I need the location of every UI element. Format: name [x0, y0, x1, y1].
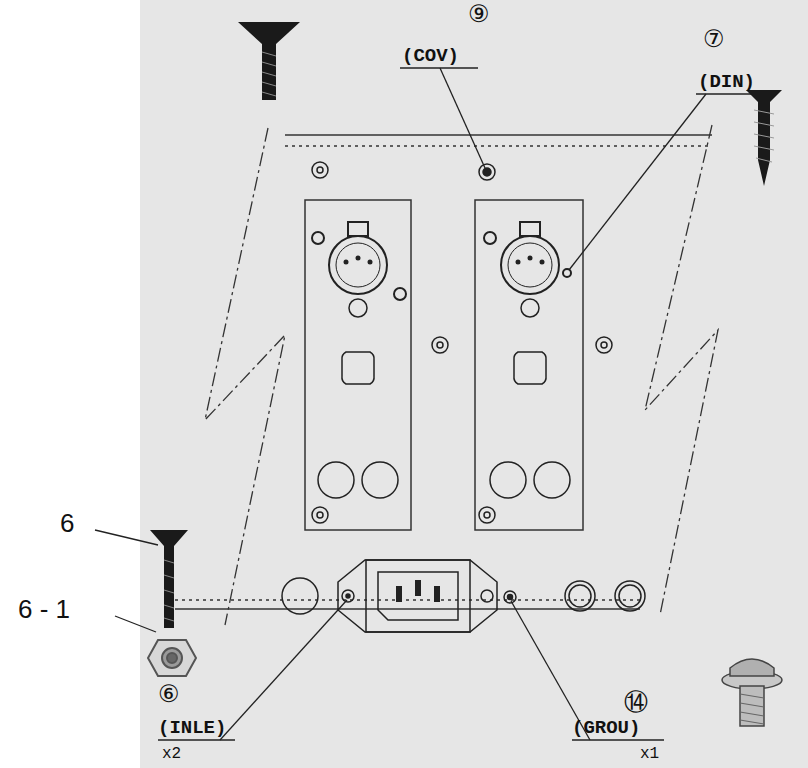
- callout-number: 6 - 1: [18, 596, 70, 622]
- callout-number: 6: [60, 510, 74, 536]
- callout-number: ⑭: [624, 690, 648, 714]
- part-label: (GROU): [572, 719, 640, 738]
- quantity-label: x2: [162, 746, 181, 762]
- callout-number: ⑦: [703, 27, 725, 51]
- part-label: (DIN): [698, 73, 755, 92]
- quantity-label: x1: [640, 746, 659, 762]
- callout-number: ⑥: [158, 682, 180, 706]
- callout-number: ⑨: [468, 2, 490, 26]
- part-label: (INLE): [158, 719, 226, 738]
- part-label: (COV): [402, 47, 459, 66]
